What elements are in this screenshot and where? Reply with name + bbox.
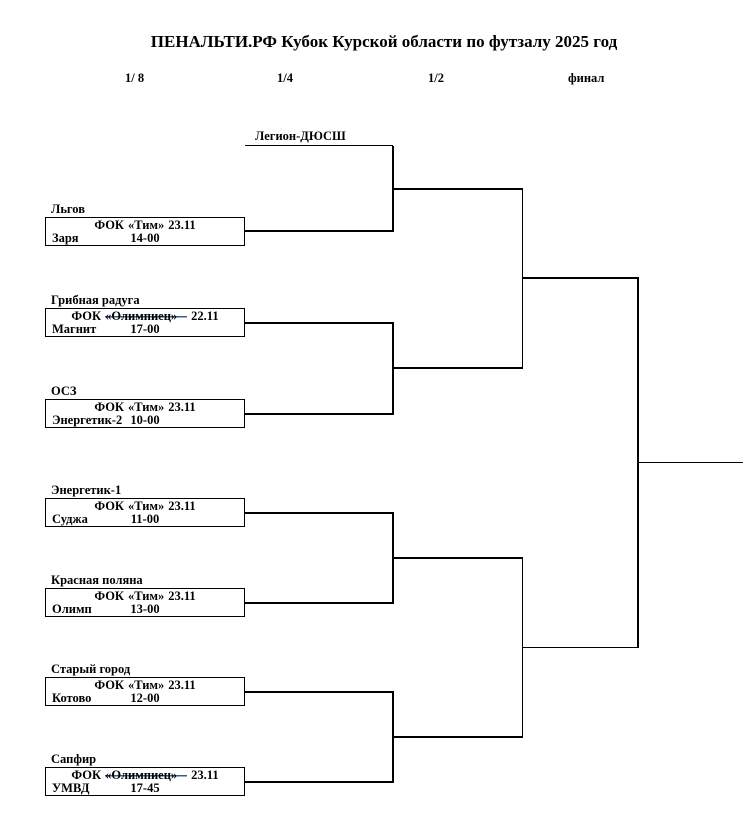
venue-line: ФОК«Тим»23.11 <box>94 589 196 603</box>
match-time: 14-00 <box>130 231 160 245</box>
connector-line <box>244 781 393 783</box>
team-name-top: Льгов <box>51 202 85 216</box>
team-name-top: Сапфир <box>51 752 97 766</box>
match-box: ФОК«Тим»23.11 Суджа 11-00 <box>45 498 245 527</box>
match-time: 17-45 <box>130 781 160 795</box>
team-name-bottom: Энергетик-2 <box>52 413 123 427</box>
match-date: 23.11 <box>168 589 196 603</box>
match-time: 13-00 <box>130 602 160 616</box>
match-box: ФОК«Тим»23.11 Заря 14-00 <box>45 217 245 246</box>
venue-line: ФОК«Тим»23.11 <box>94 218 196 232</box>
venue-name: «Тим» <box>128 678 165 692</box>
team-name-bottom: Олимп <box>52 602 92 616</box>
connector-line <box>521 277 639 279</box>
team-name-top: Красная поляна <box>51 573 143 587</box>
match-4: Энергетик-1 ФОК«Тим»23.11 Суджа 11-00 <box>45 483 245 527</box>
match-date: 23.11 <box>191 768 219 782</box>
round-header-1-4: 1/4 <box>277 71 293 85</box>
match-date: 23.11 <box>168 499 196 513</box>
venue-line: ФОК«Тим»23.11 <box>94 400 196 414</box>
team-name-bottom: Суджа <box>52 512 88 526</box>
page-title: ПЕНАЛЬТИ.РФ Кубок Курской области по фут… <box>150 32 618 51</box>
match-box: ФОК«Олимпиец»23.11 УМВД 17-45 <box>45 767 245 796</box>
match-date: 23.11 <box>168 400 196 414</box>
connector-line <box>392 367 523 369</box>
match-1: Льгов ФОК«Тим»23.11 Заря 14-00 <box>45 202 245 246</box>
match-time: 10-00 <box>130 413 160 427</box>
match-date: 23.11 <box>168 218 196 232</box>
team-name-top: Энергетик-1 <box>51 483 122 497</box>
venue-name: «Олимпиец» <box>105 309 188 323</box>
match-box: ФОК«Тим»23.11 Энергетик-2 10-00 <box>45 399 245 428</box>
match-2: Грибная радуга ФОК«Олимпиец»22.11 Магнит… <box>45 293 245 337</box>
match-time: 11-00 <box>130 512 160 526</box>
connector-line <box>392 736 523 738</box>
connector-line <box>244 691 393 693</box>
team-name-top: Грибная радуга <box>51 293 140 307</box>
team-name-bottom: Магнит <box>52 322 97 336</box>
venue-name: «Тим» <box>128 499 165 513</box>
match-3: ОСЗ ФОК«Тим»23.11 Энергетик-2 10-00 <box>45 384 245 428</box>
venue-name: «Олимпиец» <box>105 768 188 782</box>
venue-line: ФОК«Тим»23.11 <box>94 678 196 692</box>
connector-line <box>392 557 523 559</box>
team-name-top: ОСЗ <box>51 384 77 398</box>
venue-name: «Тим» <box>128 400 165 414</box>
round-header-1-8: 1/ 8 <box>125 71 145 85</box>
connector-line <box>244 230 393 232</box>
match-box: ФОК«Тим»23.11 Котово 12-00 <box>45 677 245 706</box>
round-header-final: финал <box>568 71 605 85</box>
round-header-1-2: 1/2 <box>428 71 444 85</box>
connector-line <box>521 646 639 648</box>
match-date: 23.11 <box>168 678 196 692</box>
connector-line <box>244 413 393 415</box>
match-time: 12-00 <box>130 691 160 705</box>
connector-line <box>244 322 393 324</box>
match-6: Старый город ФОК«Тим»23.11 Котово 12-00 <box>45 662 245 706</box>
team-name-top: Старый город <box>51 662 131 676</box>
venue-name: «Тим» <box>128 218 165 232</box>
venue-line: ФОК«Олимпиец»23.11 <box>71 768 219 782</box>
match-time: 17-00 <box>130 322 160 336</box>
connector-line <box>244 602 393 604</box>
team-name-bottom: Котово <box>52 691 92 705</box>
match-box: ФОК«Тим»23.11 Олимп 13-00 <box>45 588 245 617</box>
team-name-bottom: Заря <box>52 231 79 245</box>
match-5: Красная поляна ФОК«Тим»23.11 Олимп 13-00 <box>45 573 245 617</box>
venue-line: ФОК«Олимпиец»22.11 <box>71 309 219 323</box>
connector-line <box>244 512 393 514</box>
venue-name: «Тим» <box>128 589 165 603</box>
match-date: 22.11 <box>191 309 219 323</box>
venue-line: ФОК«Тим»23.11 <box>94 499 196 513</box>
team-name-bottom: УМВД <box>52 781 90 795</box>
match-7: Сапфир ФОК«Олимпиец»23.11 УМВД 17-45 <box>45 752 245 796</box>
connector-line <box>392 188 523 190</box>
match-box: ФОК«Олимпиец»22.11 Магнит 17-00 <box>45 308 245 337</box>
bye-team-line: Легион-ДЮСШ <box>245 129 393 146</box>
winner-line <box>637 461 743 463</box>
